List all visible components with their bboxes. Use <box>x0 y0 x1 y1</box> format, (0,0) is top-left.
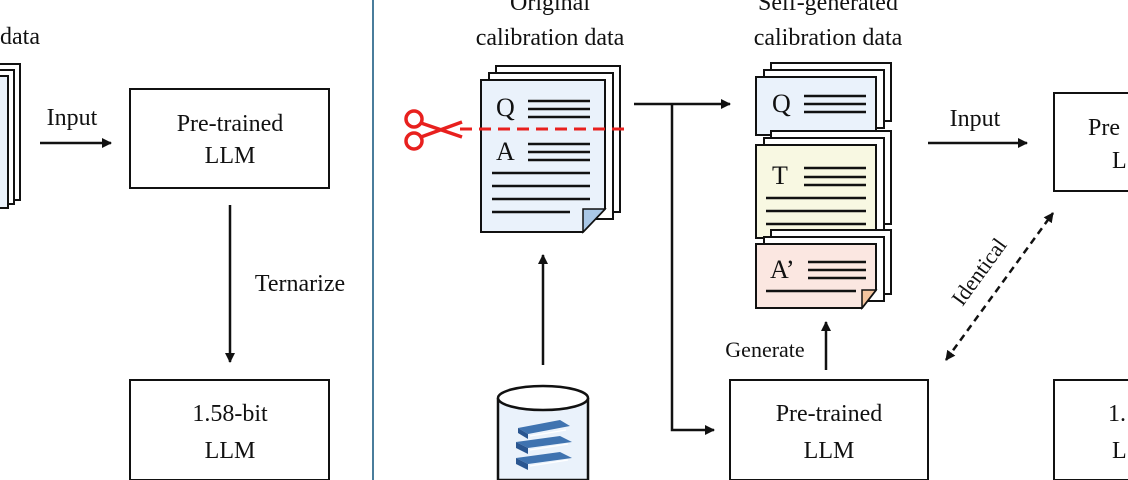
original-doc-q: Q <box>496 93 515 122</box>
selfgen-t-letter: T <box>772 161 788 190</box>
right-input-label: Input <box>950 106 1001 132</box>
original-to-pretrained-arrow <box>670 104 715 435</box>
ternarize-label: Ternarize <box>255 271 345 297</box>
left-pretrained-line1: Pre-trained <box>177 111 284 137</box>
selfgen-a-doc-fold-icon <box>861 289 878 311</box>
original-caption-line1: Original <box>510 0 590 16</box>
identical-label: Identical <box>946 233 1011 310</box>
left-partial-caption: data <box>0 24 40 50</box>
right-partial-top-line1: Pre <box>1088 115 1120 141</box>
right-partial-bottom-line1: 1. <box>1108 401 1126 427</box>
selfgen-a-letter: A’ <box>770 255 795 284</box>
bit-llm-box: 1.58-bit LLM <box>129 379 330 480</box>
right-partial-bottom-line2: L <box>1112 438 1127 464</box>
selfgen-caption-line2: calibration data <box>754 25 903 51</box>
right-partial-pretrained-box: Pre L <box>1053 92 1128 192</box>
left-pretrained-llm-box: Pre-trained LLM <box>129 88 330 189</box>
original-caption-line2: calibration data <box>476 25 625 51</box>
left-partial-document-stack-icon <box>0 63 21 209</box>
original-doc-fold-icon <box>582 208 607 234</box>
selfgen-q-document: Q <box>755 62 892 136</box>
left-pretrained-line2: LLM <box>205 143 256 169</box>
right-pretrained-line2: LLM <box>804 438 855 464</box>
right-panel: Original calibration data Q A <box>404 0 1128 480</box>
right-pretrained-llm-box: Pre-trained LLM <box>729 379 929 480</box>
right-partial-top-line2: L <box>1112 148 1127 174</box>
original-doc-a: A <box>496 137 515 166</box>
left-input-label: Input <box>47 105 98 131</box>
selfgen-a-document: A’ <box>755 229 892 311</box>
identical-arrow <box>944 212 1055 361</box>
bit-llm-line1: 1.58-bit <box>192 401 268 427</box>
original-document-stack: Q A <box>480 65 621 234</box>
scissors-icon <box>404 109 463 151</box>
selfgen-q-letter: Q <box>772 89 791 118</box>
right-partial-bit-box: 1. L <box>1053 379 1128 480</box>
selfgen-t-document: T <box>755 130 892 239</box>
generate-label: Generate <box>725 337 804 362</box>
selfgen-caption-line1: Self-generated <box>758 0 898 16</box>
right-pretrained-line1: Pre-trained <box>776 401 883 427</box>
database-icon <box>496 384 590 480</box>
books-icon <box>516 420 572 470</box>
bit-llm-line2: LLM <box>205 438 256 464</box>
left-panel: data Input Pre-trained LLM Ternarize 1.5… <box>0 24 345 480</box>
